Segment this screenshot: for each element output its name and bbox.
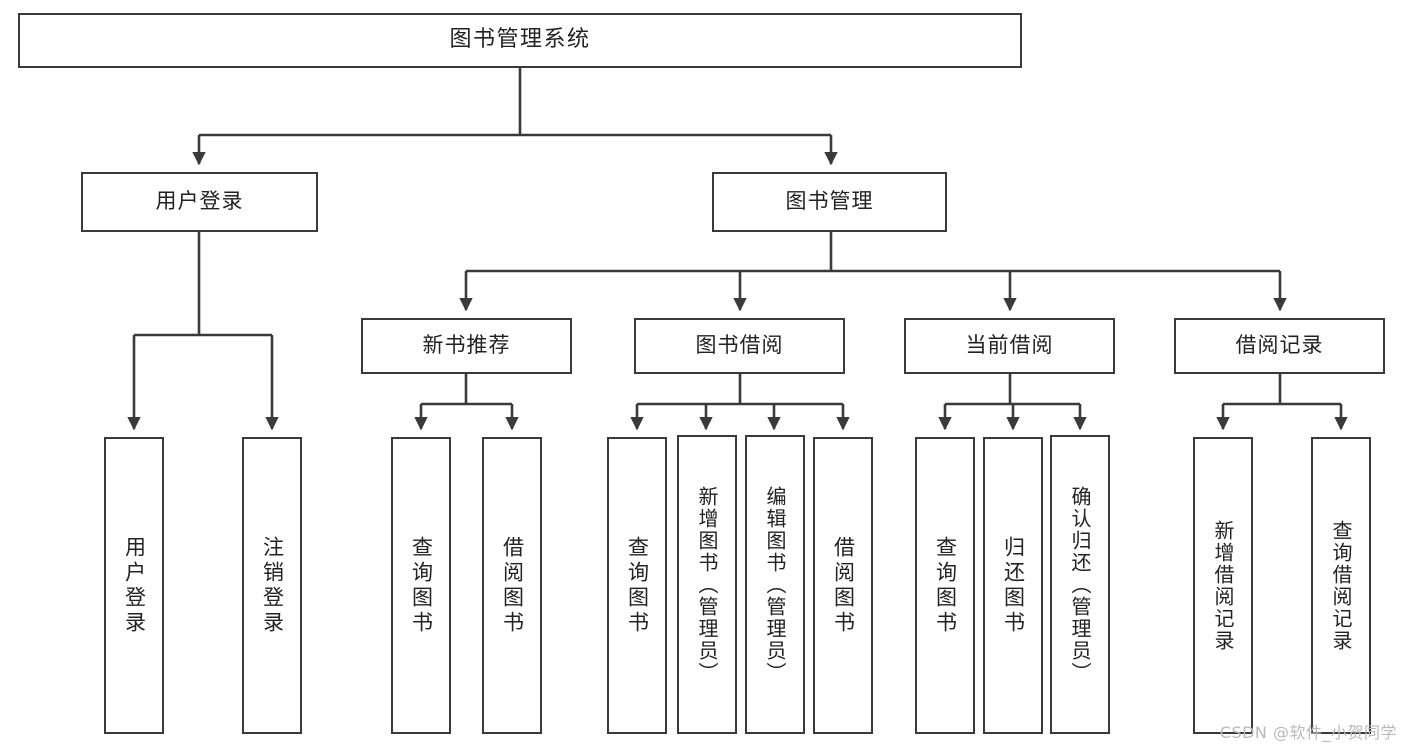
node-current-borrow[interactable]: 当前借阅 [904,318,1115,374]
node-borrow-records[interactable]: 借阅记录 [1174,318,1385,374]
node-label: 借阅图书 [500,535,525,636]
leaf-add-book-admin[interactable]: 新增图书（管理员） [677,435,737,734]
node-label: 图书管理系统 [449,27,591,53]
leaf-borrow-book[interactable]: 借阅图书 [813,437,873,734]
leaf-confirm-return-admin[interactable]: 确认归还（管理员） [1050,435,1110,734]
leaf-query-book-current[interactable]: 查询图书 [915,437,975,734]
node-label: 查询图书 [409,535,434,636]
node-label: 查询借阅记录 [1329,519,1353,652]
leaf-return-book[interactable]: 归还图书 [983,437,1043,734]
node-label: 查询图书 [625,535,650,636]
node-label: 用户登录 [122,535,147,636]
leaf-query-borrow-record[interactable]: 查询借阅记录 [1311,437,1371,734]
node-label: 确认归还（管理员） [1068,485,1092,684]
node-label: 注销登录 [260,535,285,636]
node-label: 新增借阅记录 [1211,519,1235,652]
node-label: 借阅记录 [1235,333,1324,358]
node-book-management[interactable]: 图书管理 [712,172,947,232]
node-user-login[interactable]: 用户登录 [81,172,318,232]
node-label: 用户登录 [155,189,244,214]
node-label: 查询图书 [933,535,958,636]
leaf-edit-book-admin[interactable]: 编辑图书（管理员） [745,435,805,734]
leaf-borrow-book-recommend[interactable]: 借阅图书 [482,437,542,734]
node-label: 归还图书 [1001,535,1026,636]
node-label: 编辑图书（管理员） [763,485,787,684]
node-label: 新书推荐 [422,333,511,358]
leaf-logout[interactable]: 注销登录 [242,437,302,734]
leaf-query-book-borrow[interactable]: 查询图书 [607,437,667,734]
node-label: 图书借阅 [695,333,784,358]
leaf-query-book-recommend[interactable]: 查询图书 [391,437,451,734]
leaf-add-borrow-record[interactable]: 新增借阅记录 [1193,437,1253,734]
node-new-book-recommend[interactable]: 新书推荐 [361,318,572,374]
node-book-borrow[interactable]: 图书借阅 [634,318,845,374]
node-label: 借阅图书 [831,535,856,636]
node-label: 新增图书（管理员） [695,485,719,684]
node-root-system[interactable]: 图书管理系统 [18,13,1022,68]
node-label: 图书管理 [785,189,874,214]
leaf-user-login[interactable]: 用户登录 [104,437,164,734]
csdn-watermark: CSDN @软件_小贺同学 [1219,723,1397,742]
node-label: 当前借阅 [965,333,1054,358]
